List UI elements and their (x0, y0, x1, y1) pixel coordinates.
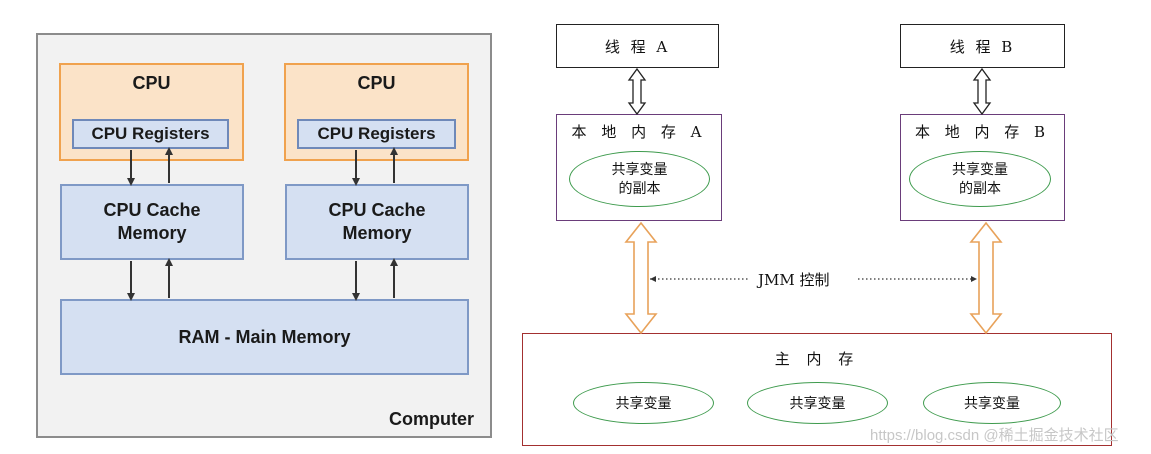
jmm-arrowhead-left (650, 276, 656, 282)
cpu-1-cache-line2: Memory (117, 223, 187, 243)
local-a-copy-line2: 的副本 (618, 180, 661, 196)
cpu-2-title: CPU (357, 73, 396, 93)
main-shared-var-oval-1: 共享变量 (573, 382, 714, 424)
local-memory-b-title: 本 地 内 存 B (914, 123, 1051, 141)
jmm-control-label: JMM 控制 (755, 269, 833, 290)
arrow-thread-b-local-b (972, 67, 992, 116)
jmm-arrowhead-right (971, 276, 977, 282)
local-b-copy-line2: 的副本 (959, 180, 1001, 196)
cpu-2-registers: CPU Registers (297, 119, 456, 149)
local-b-copy-line1: 共享变量 (952, 161, 1008, 177)
cpu-1-title: CPU (132, 73, 171, 93)
main-shared-var-oval-2: 共享变量 (747, 382, 888, 424)
cpu-1-registers: CPU Registers (72, 119, 229, 149)
watermark: https://blog.csdn @稀土掘金技术社区 (870, 427, 1119, 444)
cpu-1-cache: CPU Cache Memory (60, 184, 244, 260)
local-b-shared-copy-oval: 共享变量 的副本 (909, 151, 1051, 207)
cpu-2-cache-line1: CPU Cache (328, 200, 426, 220)
thread-b-box: 线 程 B (900, 24, 1065, 68)
cpu-2-cache: CPU Cache Memory (285, 184, 469, 260)
arrow-local-a-main (624, 221, 658, 335)
local-memory-b: 本 地 内 存 B 共享变量 的副本 (900, 114, 1065, 221)
cpu-1-cache-line1: CPU Cache (103, 200, 201, 220)
arrow-local-b-main (969, 221, 1003, 335)
thread-a-box: 线 程 A (556, 24, 719, 68)
cpu-2-cache-line2: Memory (342, 223, 412, 243)
local-memory-a-title: 本 地 内 存 A (571, 123, 707, 141)
local-memory-a: 本 地 内 存 A 共享变量 的副本 (556, 114, 722, 221)
main-memory-title: 主 内 存 (774, 350, 860, 368)
computer-label: Computer (389, 409, 474, 429)
arrow-thread-a-local-a (627, 67, 647, 116)
local-a-copy-line1: 共享变量 (611, 161, 668, 177)
ram-main-memory: RAM - Main Memory (60, 299, 469, 375)
local-a-shared-copy-oval: 共享变量 的副本 (569, 151, 710, 207)
main-shared-var-oval-3: 共享变量 (923, 382, 1061, 424)
main-memory-box: 主 内 存 共享变量 共享变量 共享变量 (522, 333, 1112, 446)
